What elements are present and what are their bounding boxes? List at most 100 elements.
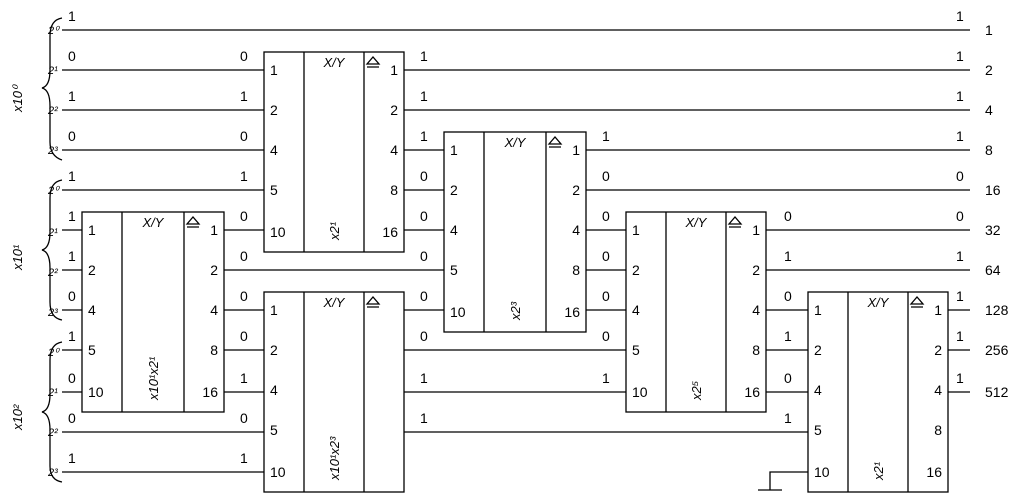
comparator-icon xyxy=(365,296,381,308)
wire-bit: 1 xyxy=(420,128,428,144)
output-weight: 512 xyxy=(985,384,1009,400)
output-bit: 0 xyxy=(956,168,964,184)
pin-out-label: 4 xyxy=(752,302,760,318)
wire-bit: 0 xyxy=(420,168,428,184)
block-C xyxy=(263,291,405,493)
input-bit: 1 xyxy=(68,208,76,224)
wire-bit: 0 xyxy=(240,48,248,64)
pin-in-label: 2 xyxy=(88,262,96,278)
input-weight: 2² xyxy=(47,267,58,279)
pin-out-label: 16 xyxy=(564,304,580,320)
group-label-1: x10¹ xyxy=(10,244,25,271)
pin-out-label: 1 xyxy=(572,142,580,158)
block-title: X/Y xyxy=(323,55,346,70)
pin-in-label: 5 xyxy=(88,342,96,358)
wire-bit: 1 xyxy=(784,410,792,426)
pin-in-label: 10 xyxy=(814,464,830,480)
block-title: X/Y xyxy=(867,295,890,310)
wire-bit: 1 xyxy=(240,370,248,386)
input-weight: 2³ xyxy=(47,307,58,319)
pin-out-label: 16 xyxy=(744,384,760,400)
pin-in-label: 10 xyxy=(270,464,286,480)
wire-bit: 0 xyxy=(602,248,610,264)
input-bit: 1 xyxy=(68,88,76,104)
pin-out-label: 2 xyxy=(934,342,942,358)
input-bit: 1 xyxy=(68,328,76,344)
output-bit: 1 xyxy=(956,370,964,386)
wire-bit: 0 xyxy=(784,208,792,224)
pin-out-label: 2 xyxy=(210,262,218,278)
pin-out-label: 16 xyxy=(202,384,218,400)
pin-out-label: 8 xyxy=(390,182,398,198)
block-function: x2³ xyxy=(508,301,523,321)
wire-bit: 0 xyxy=(784,288,792,304)
block-D xyxy=(443,131,587,333)
input-weight: 2⁰ xyxy=(47,185,60,197)
pin-in-label: 10 xyxy=(450,304,466,320)
block-title: X/Y xyxy=(685,215,708,230)
block-title: X/Y xyxy=(504,135,527,150)
ground-icon xyxy=(758,471,808,491)
pin-in-label: 4 xyxy=(632,302,640,318)
input-weight: 2² xyxy=(47,105,58,117)
wire-bit: 0 xyxy=(420,248,428,264)
output-weight: 1 xyxy=(985,22,993,38)
wire-bit: 1 xyxy=(240,450,248,466)
group-label-2: x10² xyxy=(10,404,25,431)
pin-in-label: 5 xyxy=(270,422,278,438)
block-function: x2¹ xyxy=(871,461,886,481)
wire-bit: 0 xyxy=(602,328,610,344)
input-weight: 2¹ xyxy=(47,65,58,77)
block-title: X/Y xyxy=(323,295,346,310)
pin-out-label: 8 xyxy=(934,422,942,438)
wire-bit: 0 xyxy=(602,208,610,224)
input-bit: 1 xyxy=(68,168,76,184)
output-bit: 1 xyxy=(956,48,964,64)
pin-in-label: 5 xyxy=(450,262,458,278)
pin-in-label: 1 xyxy=(270,62,278,78)
block-title: X/Y xyxy=(142,215,165,230)
output-weight: 8 xyxy=(985,142,993,158)
pin-in-label: 10 xyxy=(88,384,104,400)
pin-out-label: 4 xyxy=(934,382,942,398)
output-weight: 256 xyxy=(985,342,1009,358)
comparator-icon xyxy=(547,136,563,148)
pin-out-label: 4 xyxy=(572,222,580,238)
pin-in-label: 2 xyxy=(632,262,640,278)
pin-in-label: 2 xyxy=(814,342,822,358)
pin-in-label: 4 xyxy=(270,142,278,158)
wire-bit: 1 xyxy=(420,410,428,426)
wire-bit: 1 xyxy=(240,168,248,184)
input-bit: 1 xyxy=(68,8,76,24)
pin-in-label: 10 xyxy=(632,384,648,400)
pin-in-label: 2 xyxy=(270,102,278,118)
pin-out-label: 16 xyxy=(926,464,942,480)
pin-out-label: 16 xyxy=(382,224,398,240)
pin-in-label: 2 xyxy=(270,342,278,358)
wire-bit: 0 xyxy=(602,288,610,304)
wire-bit: 0 xyxy=(240,328,248,344)
comparator-icon xyxy=(365,56,381,68)
pin-in-label: 4 xyxy=(450,222,458,238)
wire-bit: 1 xyxy=(602,128,610,144)
wire-bit: 0 xyxy=(784,370,792,386)
block-F xyxy=(807,291,949,493)
wire-bit: 0 xyxy=(420,208,428,224)
output-bit: 1 xyxy=(956,8,964,24)
block-function: x10¹x2³ xyxy=(327,436,342,481)
output-bit: 1 xyxy=(956,248,964,264)
output-weight: 128 xyxy=(985,302,1009,318)
pin-out-label: 1 xyxy=(390,62,398,78)
input-bit: 0 xyxy=(68,48,76,64)
brace-group-2 xyxy=(41,341,63,483)
comparator-icon xyxy=(727,216,743,228)
block-function: x2⁵ xyxy=(689,380,704,401)
wire-bit: 1 xyxy=(602,370,610,386)
block-function: x2¹ xyxy=(327,221,342,241)
brace-group-0 xyxy=(41,17,63,161)
input-bit: 1 xyxy=(68,450,76,466)
pin-out-label: 8 xyxy=(572,262,580,278)
pin-in-label: 1 xyxy=(88,222,96,238)
